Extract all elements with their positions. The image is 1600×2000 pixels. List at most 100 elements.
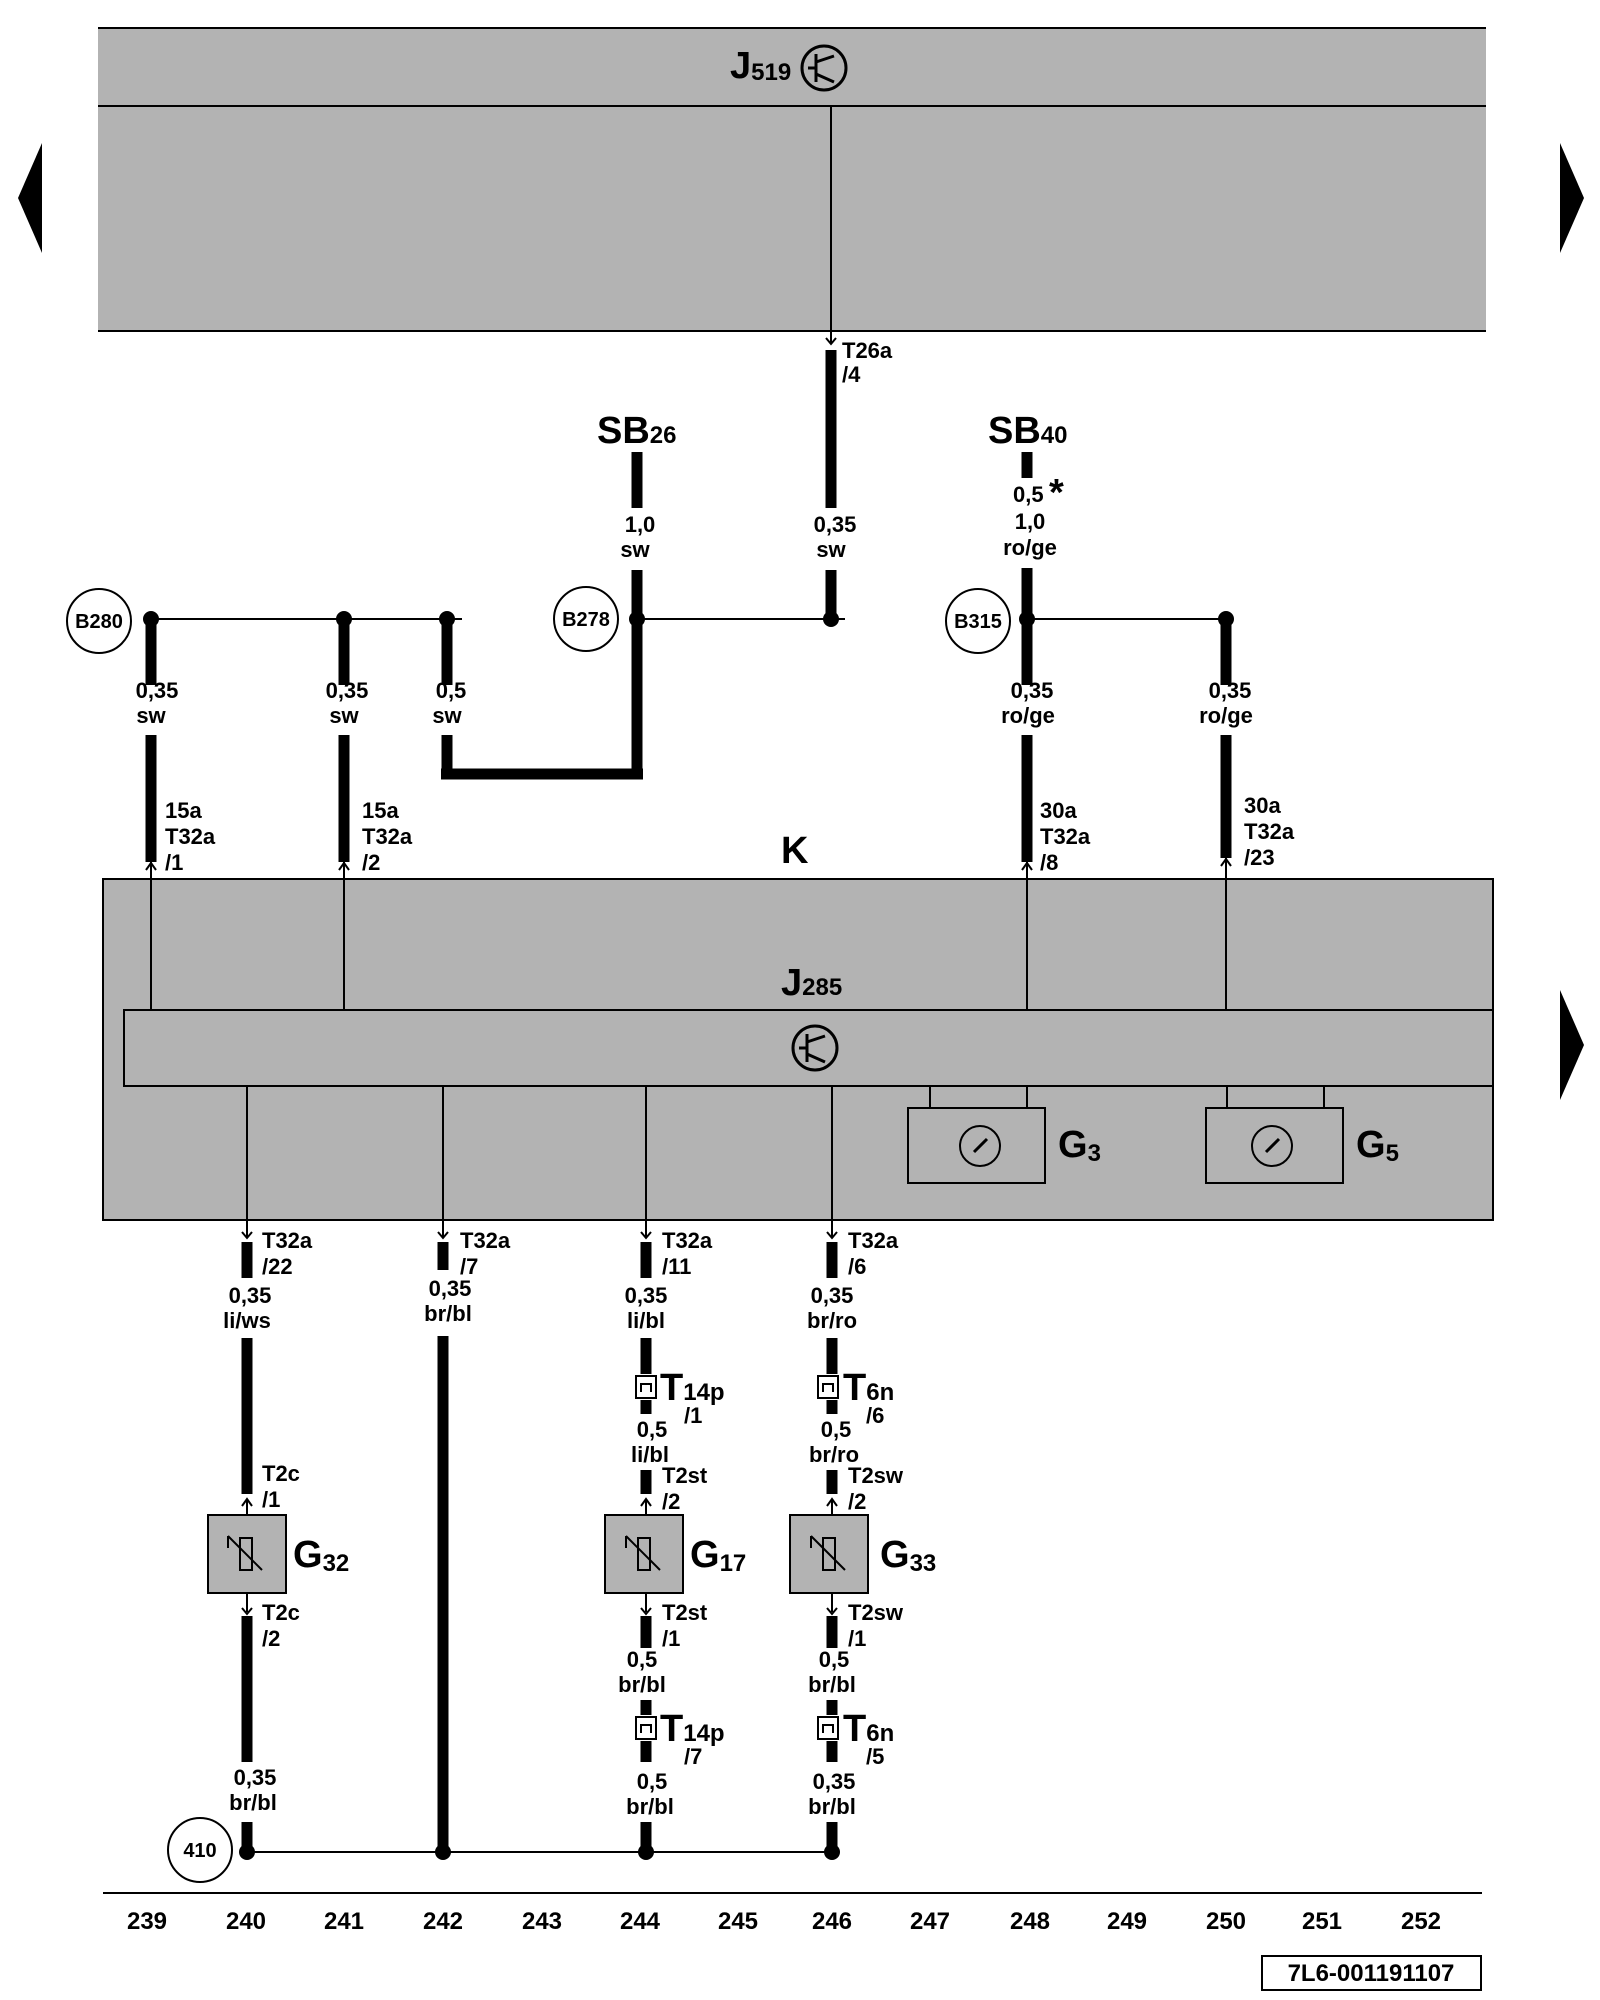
g32-sensor: G32 xyxy=(207,1514,349,1594)
terminal-label: 15a xyxy=(362,798,399,823)
column-number: 243 xyxy=(522,1908,562,1935)
g17-sensor: G17 xyxy=(604,1514,746,1594)
wire-g17-gnd: T2st /1 0,5 br/bl T14p /7 0,5 br/bl xyxy=(618,1593,725,1852)
nav-prev-arrow[interactable] xyxy=(18,143,42,253)
wire-color: br/bl xyxy=(808,1672,856,1697)
connector-label: T32a xyxy=(662,1228,713,1253)
diagram-id: 7L6-001191107 xyxy=(1288,1960,1455,1987)
pin-label: /2 xyxy=(662,1489,680,1514)
pin-label: /1 xyxy=(662,1626,680,1651)
wire-g32-gnd: T2c /2 0,35 br/bl xyxy=(229,1593,300,1852)
wire-color: br/bl xyxy=(618,1672,666,1697)
column-number: 240 xyxy=(226,1908,266,1935)
g32-label: G32 xyxy=(293,1534,349,1577)
b280-bus: B280 xyxy=(66,588,462,654)
wire-t32a-7: T32a /7 0,35 br/bl xyxy=(424,1220,511,1852)
wire-size: 0,35 xyxy=(811,1283,854,1308)
wire-size: 0,35 xyxy=(1209,678,1252,703)
connector-label: T2c xyxy=(262,1600,300,1625)
t26a-pin: /4 xyxy=(842,362,861,387)
wire-color: sw xyxy=(136,703,166,728)
wire-size: 0,35 xyxy=(814,512,857,537)
wire-sb26: SB26 1,0 sw xyxy=(597,410,677,774)
diagram-id-box: 7L6-001191107 xyxy=(1261,1955,1482,1991)
wire-color: sw xyxy=(329,703,359,728)
connector-label: T32a xyxy=(262,1228,313,1253)
sb26-label: SB26 xyxy=(597,410,677,452)
column-number: 247 xyxy=(910,1908,950,1935)
wire-color: ro/ge xyxy=(1199,703,1253,728)
gauge-needle-icon xyxy=(972,1137,989,1154)
terminal-label: 30a xyxy=(1244,793,1281,818)
b315-bus: B315 xyxy=(945,588,1234,654)
t14p-label: T14p xyxy=(660,1367,725,1409)
connector-label: T32a xyxy=(165,824,216,849)
wire-color: ro/ge xyxy=(1001,703,1055,728)
alt-marker: * xyxy=(1049,472,1064,514)
pin-label: /1 xyxy=(165,850,183,875)
connector-label: T2st xyxy=(662,1463,708,1488)
wire-color: sw xyxy=(620,537,650,562)
wire-color: li/bl xyxy=(627,1308,665,1333)
wire-color: ro/ge xyxy=(1003,535,1057,560)
pin-label: /23 xyxy=(1244,845,1275,870)
pin-label: /1 xyxy=(848,1626,866,1651)
b315-node: B315 xyxy=(954,611,1002,633)
k-label: K xyxy=(781,830,809,872)
ground-node-410: 410 xyxy=(183,1840,216,1862)
connector-label: T32a xyxy=(460,1228,511,1253)
pin-label: /11 xyxy=(662,1254,691,1279)
t6n-label: T6n xyxy=(843,1367,894,1409)
column-number: 244 xyxy=(620,1908,661,1935)
nav-next-arrow[interactable] xyxy=(1560,143,1584,253)
wire-size: 0,35 xyxy=(326,678,369,703)
wire-color: li/ws xyxy=(223,1308,271,1333)
connector-icon xyxy=(635,1375,657,1399)
pin-label: /2 xyxy=(362,850,380,875)
wire-j519-t26a: T26a /4 0,35 sw xyxy=(814,331,893,617)
wire-size: 0,5 xyxy=(627,1647,658,1672)
terminal-label: 30a xyxy=(1040,798,1077,823)
connector-label: T2c xyxy=(262,1461,300,1486)
connector-icon xyxy=(817,1716,839,1740)
connector-label: T32a xyxy=(362,824,413,849)
column-number: 242 xyxy=(423,1908,463,1935)
k-instrument-cluster: K J285 G3 xyxy=(102,830,1494,1221)
b280-node: B280 xyxy=(75,611,123,633)
wire-sb40: SB40 0,5 * 1,0 ro/ge xyxy=(988,410,1068,617)
wire-color: br/bl xyxy=(229,1790,277,1815)
sb40-label: SB40 xyxy=(988,410,1068,452)
pin-label: /22 xyxy=(262,1254,293,1279)
pin-label: /5 xyxy=(866,1744,884,1769)
g17-label: G17 xyxy=(690,1534,746,1577)
wire-g33-gnd: T2sw /1 0,5 br/bl T6n /5 0,35 br/bl xyxy=(808,1593,904,1852)
column-number: 245 xyxy=(718,1908,758,1935)
wire-k-pin1: 0,35 sw 15a T32a /1 xyxy=(136,622,216,1010)
wire-color: li/bl xyxy=(631,1442,669,1467)
wire-t32a-11: T32a /11 0,35 li/bl T14p /1 0,5 li/bl T2… xyxy=(625,1220,725,1515)
gauge-needle-icon xyxy=(1264,1137,1281,1154)
connector-label: T32a xyxy=(1244,819,1295,844)
wire-t32a-22: T32a /22 0,35 li/ws T2c /1 xyxy=(223,1220,313,1515)
wire-k-pin23: 0,35 ro/ge 30a T32a /23 xyxy=(1199,622,1295,1010)
nav-next-arrow-lower[interactable] xyxy=(1560,990,1584,1100)
wire-color: sw xyxy=(816,537,846,562)
terminal-label: 15a xyxy=(165,798,202,823)
g33-sensor: G33 xyxy=(789,1514,936,1594)
column-numbers: 239 240 241 242 243 244 245 246 247 248 … xyxy=(127,1908,1441,1935)
wire-size: 0,35 xyxy=(136,678,179,703)
b278-node: B278 xyxy=(562,609,610,631)
wire-k3-loop: 0,5 sw xyxy=(432,622,643,780)
pin-label: /7 xyxy=(684,1744,702,1769)
t26a-label: T26a xyxy=(842,338,893,363)
j519-transistor-icon xyxy=(800,44,848,92)
j519-label: J519 xyxy=(730,45,791,87)
connector-icon xyxy=(635,1716,657,1740)
g33-label: G33 xyxy=(880,1534,936,1577)
column-number: 239 xyxy=(127,1908,167,1935)
wire-size: 0,35 xyxy=(625,1283,668,1308)
wire-size: 0,35 xyxy=(234,1765,277,1790)
wire-color: br/ro xyxy=(809,1442,859,1467)
t14p-label: T14p xyxy=(660,1708,725,1750)
t6n-label: T6n xyxy=(843,1708,894,1750)
